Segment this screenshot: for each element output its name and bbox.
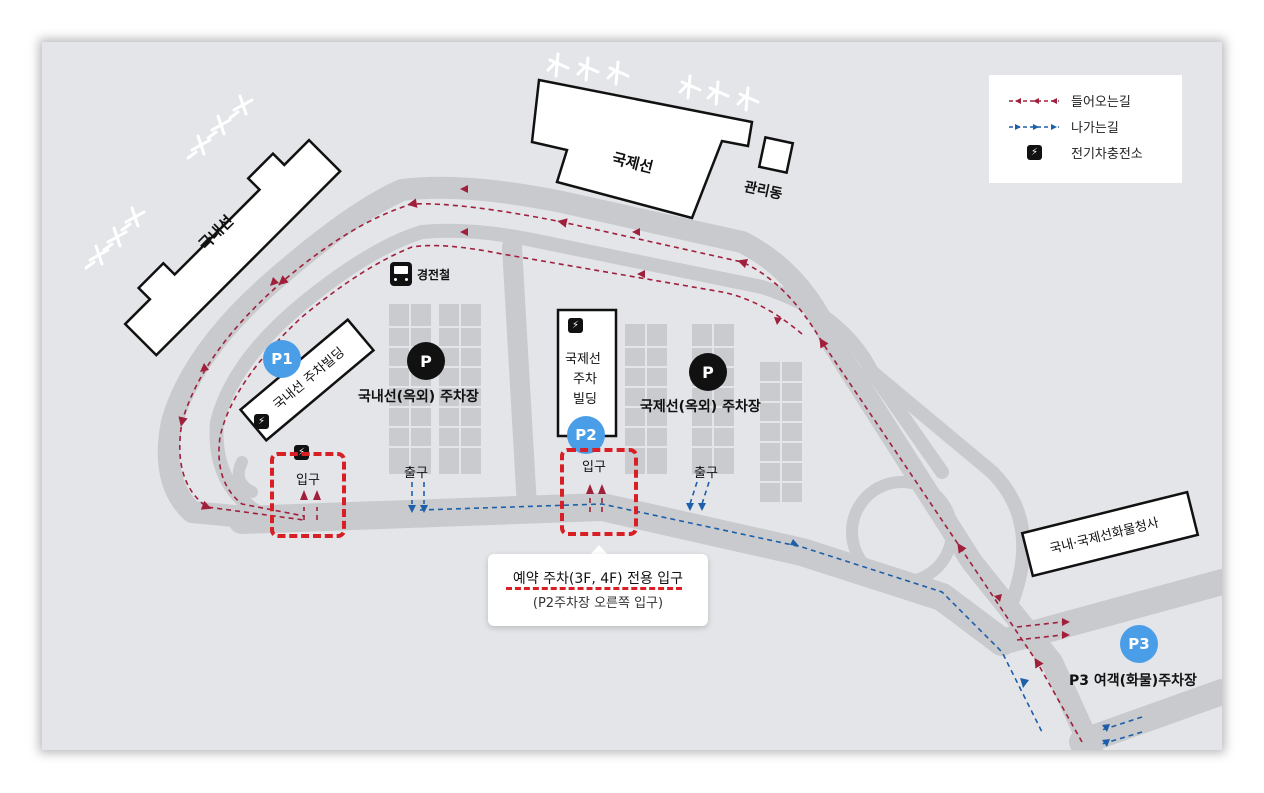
- map-canvas: [84, 52, 1222, 750]
- outgoing-domestic-exit: [411, 482, 425, 504]
- callout-subtitle: (P2주차장 오른쪽 입구): [532, 596, 664, 611]
- p2-building-line1: 국제선: [565, 352, 601, 367]
- incoming-arrowheads: [200, 185, 1070, 639]
- ev-charger-icon-p1: ⚡: [254, 414, 269, 429]
- ev-charger-icon-p2: ⚡: [568, 318, 583, 333]
- p2-building-line3: 빌딩: [573, 392, 597, 407]
- loop-road: [232, 456, 258, 498]
- incoming-outer-route: [178, 198, 1083, 743]
- incoming-p2-entrance: [589, 497, 603, 512]
- p1-badge[interactable]: P1: [263, 340, 301, 378]
- p3-label: P3 여객(화물)주차장: [1069, 673, 1197, 689]
- light-rail-label: 경전철: [417, 268, 451, 282]
- legend-ev-label: 전기차충전소: [1071, 147, 1143, 162]
- outgoing-international-exit: [689, 481, 710, 505]
- legend-incoming-label: 들어오는길: [1071, 95, 1131, 110]
- p2-entrance-highlight: [560, 448, 638, 536]
- center-road: [502, 237, 537, 517]
- outgoing-p3-branch: [1101, 716, 1143, 745]
- ev-charger-icon: ⚡: [1027, 145, 1042, 160]
- p2-badge[interactable]: P2: [567, 416, 605, 454]
- p3-lower-road: [1069, 679, 1222, 750]
- roundabout: [846, 476, 958, 588]
- p3-access-road: [989, 569, 1222, 655]
- p2-building-line2: 주차: [573, 372, 597, 387]
- callout-underline: [506, 587, 682, 590]
- p1-entrance-highlight: [270, 452, 346, 538]
- p2-entrance-label: 입구: [582, 460, 606, 475]
- legend: 들어오는길 나가는길 ⚡ 전기차충전소: [989, 75, 1182, 183]
- outgoing-main-route: [419, 503, 1043, 733]
- incoming-routes: [178, 198, 1083, 743]
- legend-outgoing: 나가는길: [1007, 117, 1119, 136]
- airplane-icons: [84, 52, 760, 270]
- legend-ev: ⚡ 전기차충전소: [1007, 143, 1143, 162]
- international-exit-label: 출구: [694, 466, 718, 481]
- train-icon: [390, 262, 412, 286]
- callout-title: 예약 주차(3F, 4F) 전용 입구: [512, 571, 684, 587]
- domestic-exit-label: 출구: [404, 466, 428, 481]
- domestic-outdoor-parking-badge[interactable]: P: [407, 342, 445, 380]
- callout-pointer: [590, 545, 608, 555]
- reserved-parking-callout: 예약 주차(3F, 4F) 전용 입구 (P2주차장 오른쪽 입구): [488, 554, 708, 626]
- incoming-inner-route: [218, 244, 803, 517]
- p3-badge[interactable]: P3: [1120, 625, 1158, 663]
- legend-incoming: 들어오는길: [1007, 91, 1131, 110]
- parking-map: 국내선 국제선 관리동 국내·국제선화물청사 경전철 P1 국내선 주차빌딩 ⚡…: [42, 42, 1222, 750]
- incoming-line-icon: [1009, 97, 1059, 104]
- incoming-p1-entrance: [303, 507, 318, 520]
- p1-entrance-label: 입구: [296, 473, 320, 488]
- international-outdoor-parking-badge[interactable]: P: [689, 353, 727, 391]
- outgoing-arrowheads: [408, 503, 1110, 747]
- outgoing-line-icon: [1009, 123, 1059, 130]
- legend-outgoing-label: 나가는길: [1071, 121, 1119, 136]
- admin-building: [757, 135, 795, 175]
- domestic-outdoor-parking-label: 국내선(옥외) 주차장: [358, 389, 479, 405]
- international-outdoor-parking-label: 국제선(옥외) 주차장: [640, 399, 761, 415]
- outgoing-routes: [411, 481, 1143, 745]
- incoming-cargo-branch: [1016, 621, 1063, 641]
